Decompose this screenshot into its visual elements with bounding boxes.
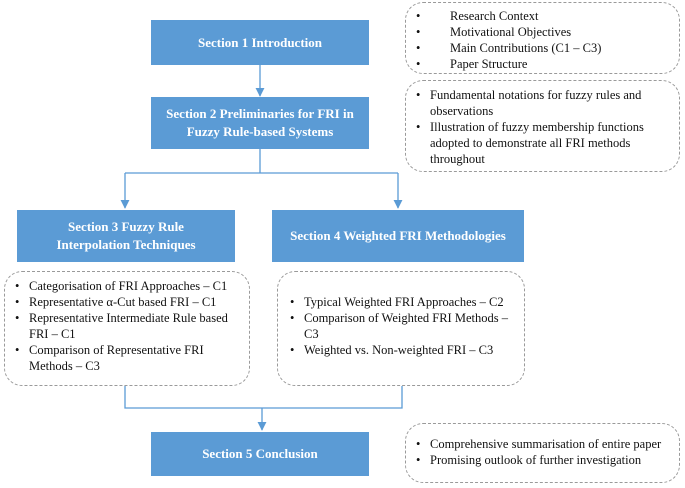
section-3-box: Section 3 Fuzzy Rule Interpolation Techn…	[17, 210, 235, 262]
fri-note-item: Comparison of Representative FRI Methods…	[15, 342, 241, 374]
section-4-box: Section 4 Weighted FRI Methodologies	[272, 210, 524, 262]
fri-notes: Categorisation of FRI Approaches – C1 Re…	[4, 271, 250, 386]
section-2-box: Section 2 Preliminaries for FRI in Fuzzy…	[151, 97, 369, 149]
merge-line	[124, 386, 403, 409]
weighted-notes: Typical Weighted FRI Approaches – C2 Com…	[277, 271, 525, 386]
intro-note-item: Research Context	[416, 8, 671, 24]
prelim-note-item: Illustration of fuzzy membership functio…	[416, 119, 671, 167]
intro-notes: Research Context Motivational Objectives…	[405, 2, 680, 74]
prelim-note-item: Fundamental notations for fuzzy rules an…	[416, 87, 671, 119]
intro-note-item: Motivational Objectives	[416, 24, 671, 40]
weighted-note-item: Typical Weighted FRI Approaches – C2	[290, 294, 516, 310]
intro-note-item: Main Contributions (C1 – C3)	[416, 40, 671, 56]
weighted-note-item: Comparison of Weighted FRI Methods – C3	[290, 310, 516, 342]
weighted-note-item: Weighted vs. Non-weighted FRI – C3	[290, 342, 516, 358]
conclusion-notes: Comprehensive summarisation of entire pa…	[405, 423, 680, 483]
prelim-notes: Fundamental notations for fuzzy rules an…	[405, 80, 680, 172]
fri-note-item: Representative Intermediate Rule based F…	[15, 310, 241, 342]
conclusion-note-item: Promising outlook of further investigati…	[416, 452, 671, 468]
conclusion-note-item: Comprehensive summarisation of entire pa…	[416, 436, 671, 452]
intro-note-item: Paper Structure	[416, 56, 671, 72]
fri-note-item: Categorisation of FRI Approaches – C1	[15, 278, 241, 294]
section-1-box: Section 1 Introduction	[151, 20, 369, 65]
fri-note-item: Representative α-Cut based FRI – C1	[15, 294, 241, 310]
section-5-box: Section 5 Conclusion	[151, 432, 369, 476]
